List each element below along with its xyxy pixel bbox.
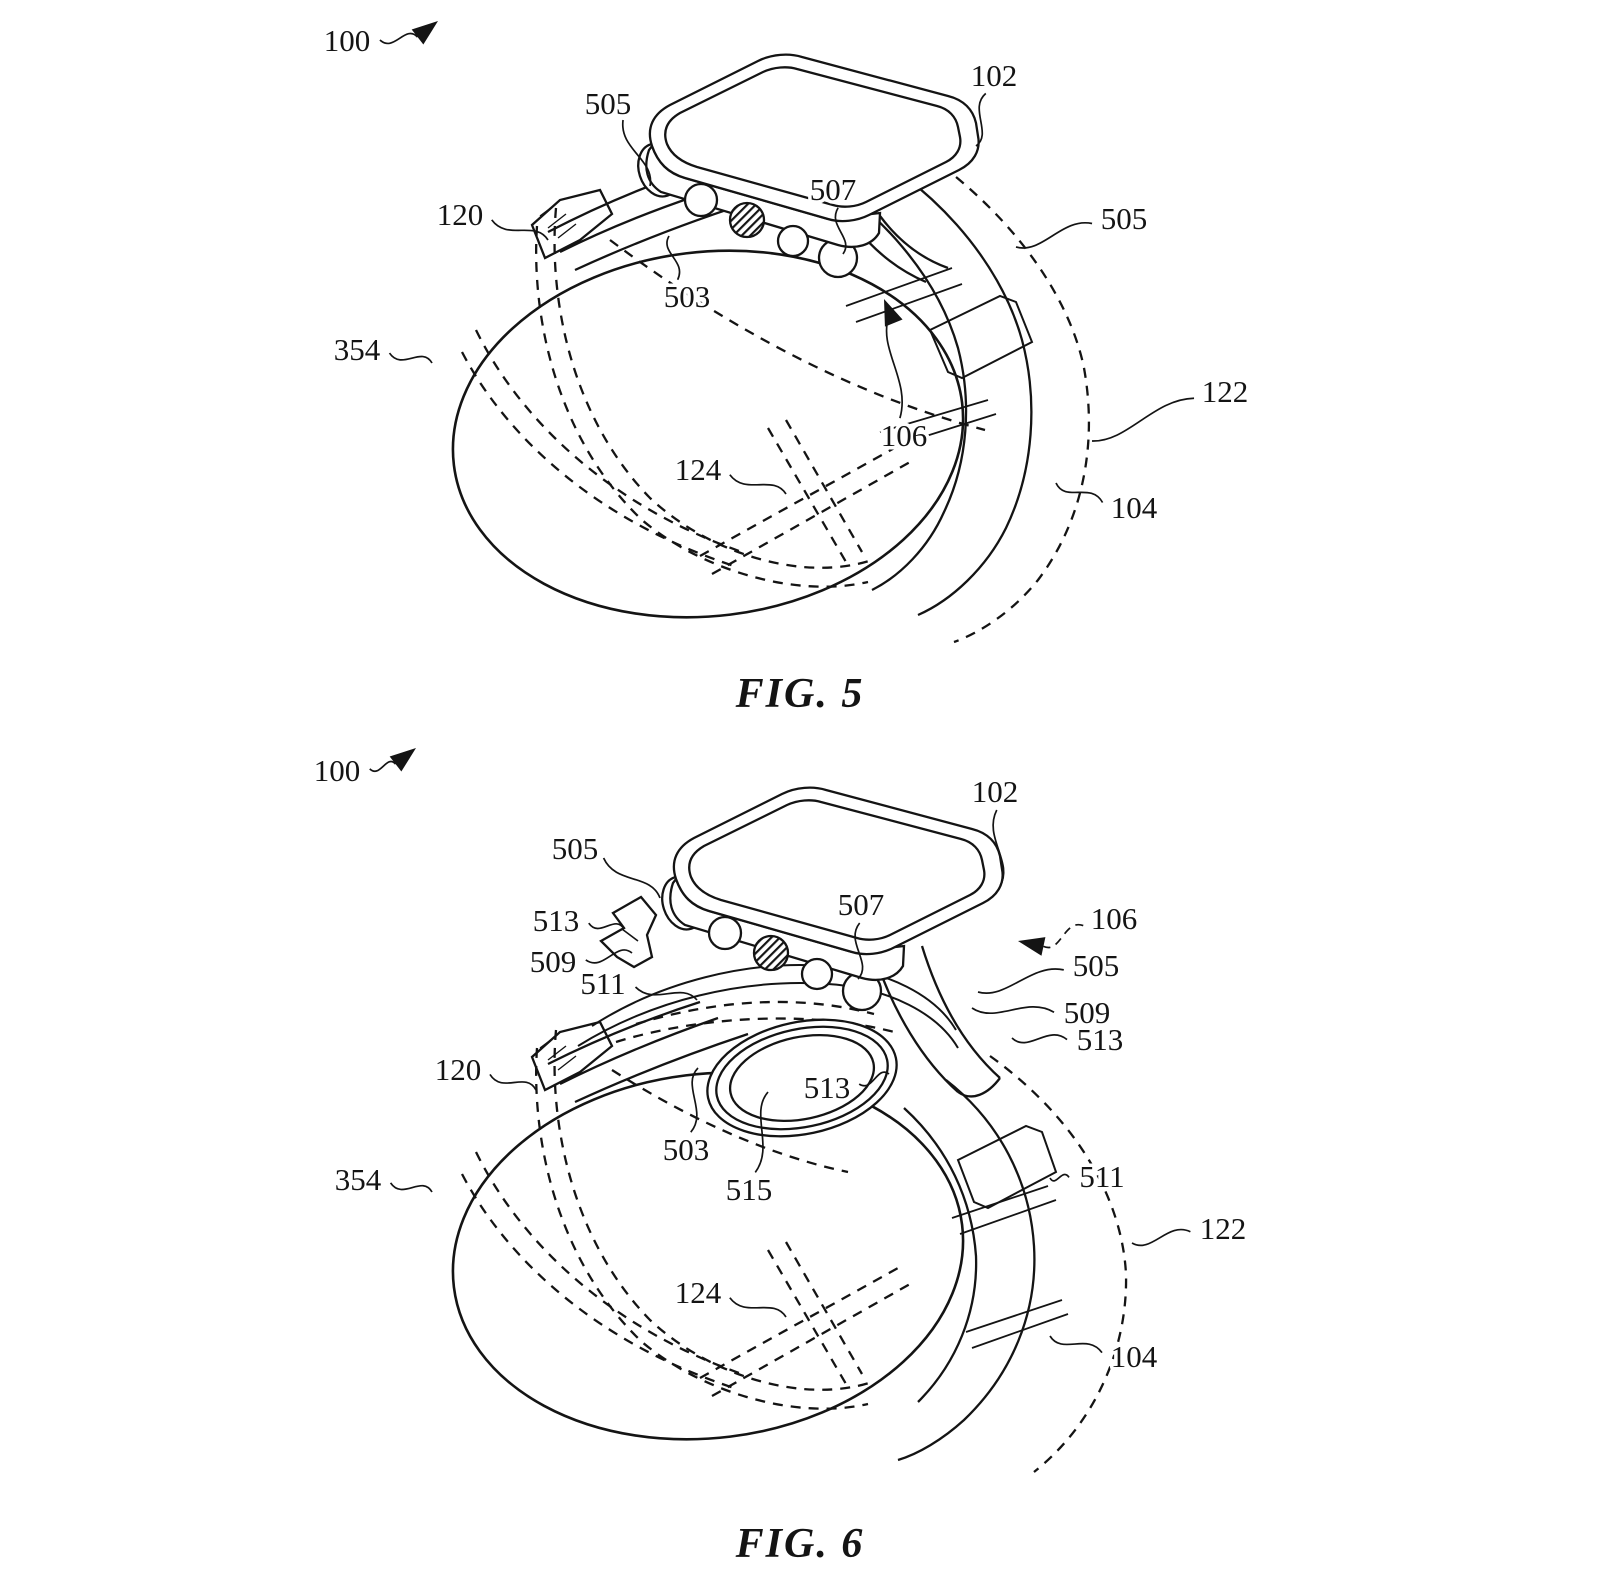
leader-line [834, 207, 847, 255]
leader-line [854, 922, 864, 980]
leader-line [379, 32, 419, 45]
ref-label-503: 503 [663, 1132, 710, 1167]
ref-label-505: 505 [585, 86, 632, 121]
right-band [874, 945, 1128, 1473]
band-clamp [530, 1020, 614, 1092]
latch-piece [599, 895, 658, 969]
ref-label-122: 122 [1202, 374, 1249, 409]
leader-line [602, 857, 661, 899]
leader-line [885, 315, 903, 419]
leader-line [1131, 1228, 1191, 1247]
leader-arrowhead [1018, 937, 1046, 956]
right-band [805, 124, 1091, 644]
docking-ring-inner [728, 1033, 876, 1123]
docking-ring-outer [706, 1018, 898, 1138]
docking-collar [577, 964, 959, 1138]
ref-label-507: 507 [838, 887, 885, 922]
ref-label-503: 503 [664, 279, 711, 314]
leader-line [992, 809, 1005, 887]
ref-label-106: 106 [881, 418, 928, 453]
leader-line [971, 1006, 1055, 1014]
leader-line [1091, 397, 1195, 442]
ref-label-124: 124 [675, 452, 722, 487]
ref-label-100: 100 [324, 23, 371, 58]
ref-label-354: 354 [334, 332, 381, 367]
leader-line [858, 1071, 890, 1087]
pillow-body [451, 249, 965, 619]
ref-label-120: 120 [437, 197, 484, 232]
leader-line [754, 1091, 769, 1173]
hidden-band-lines [460, 207, 986, 588]
docking-ring-middle [715, 1025, 889, 1131]
latch-piece-detail [621, 928, 639, 942]
fig5-caption: FIG. 5 [735, 671, 865, 717]
ref-label-102: 102 [971, 58, 1018, 93]
ref-label-507: 507 [810, 172, 857, 207]
ref-label-102: 102 [972, 774, 1019, 809]
fig6-artwork [451, 786, 1128, 1473]
ref-label-120: 120 [435, 1052, 482, 1087]
leader-line [1015, 221, 1093, 249]
ref-label-124: 124 [675, 1275, 722, 1310]
ref-label-509: 509 [1064, 995, 1111, 1030]
ref-label-513: 513 [804, 1070, 851, 1105]
leader-line [1049, 1335, 1103, 1354]
leader-line [388, 352, 433, 364]
ref-label-513: 513 [1077, 1022, 1124, 1057]
ref-label-104: 104 [1111, 1339, 1158, 1374]
leader-line [1011, 1034, 1068, 1044]
ref-label-505: 505 [552, 831, 599, 866]
ref-label-515: 515 [726, 1172, 773, 1207]
ref-label-122: 122 [1200, 1211, 1247, 1246]
ref-label-505: 505 [1073, 948, 1120, 983]
band-clamp [530, 188, 614, 260]
leader-arrowhead [411, 21, 438, 45]
fig5-annotations: 100 505 102 507 120 503 505 354 106 122 104 124 [320, 20, 1252, 529]
leader-line [622, 119, 652, 187]
ref-label-106: 106 [1091, 901, 1138, 936]
leader-line [1049, 1173, 1070, 1182]
leader-line [690, 1067, 699, 1133]
leader-line [729, 1297, 787, 1318]
ref-label-509: 509 [530, 944, 577, 979]
leader-line [369, 760, 397, 772]
ref-label-513: 513 [533, 903, 580, 938]
upper-strap [547, 1000, 749, 1104]
leader-line [1055, 482, 1104, 503]
leader-line [389, 1182, 433, 1193]
leader-line [489, 1073, 537, 1091]
leader-line [666, 235, 681, 281]
leader-arrowhead [389, 748, 416, 772]
leader-line [634, 986, 698, 1001]
ref-label-104: 104 [1111, 490, 1158, 525]
ref-label-511: 511 [580, 966, 625, 1001]
hidden-band-lines [460, 1000, 911, 1410]
ref-label-511: 511 [1079, 1159, 1124, 1194]
leader-line [491, 219, 549, 241]
leader-line [729, 474, 787, 495]
pillow-body [451, 1071, 965, 1441]
fig5-artwork [451, 53, 1091, 644]
ref-label-354: 354 [335, 1162, 382, 1197]
leader-line [1043, 923, 1084, 949]
leader-line [588, 922, 625, 930]
leader-line [585, 949, 633, 964]
ref-label-100: 100 [314, 753, 361, 788]
fig6-caption: FIG. 6 [735, 1521, 865, 1567]
ref-label-505: 505 [1101, 201, 1148, 236]
leader-line [977, 968, 1064, 994]
leader-line [975, 92, 987, 147]
